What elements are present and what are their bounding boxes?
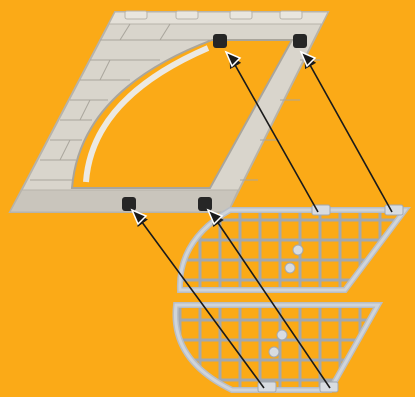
assembly-arrow-icon — [229, 54, 319, 213]
hinge-clips — [122, 34, 307, 211]
window-shutter-lower-icon — [172, 302, 384, 393]
assembly-arrow-icon — [211, 212, 331, 389]
stone-seams — [30, 23, 320, 181]
hinge-clip-icon — [198, 197, 212, 211]
hinge-clip-icon — [122, 197, 136, 211]
assembly-arrow-icon — [304, 54, 393, 213]
arrowhead-highlights — [130, 50, 317, 226]
assembly-arrows — [135, 54, 393, 389]
hinge-clip-icon — [293, 34, 307, 48]
hinge-clip-icon — [213, 34, 227, 48]
frame-studs — [124, 10, 303, 20]
assembly-arrow-icon — [135, 212, 265, 389]
